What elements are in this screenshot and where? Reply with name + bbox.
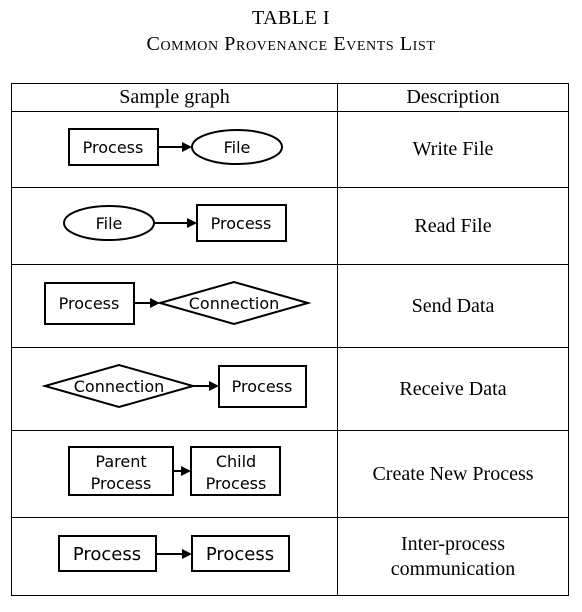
description-create-process: Create New Process <box>337 430 569 518</box>
node-label: Connection <box>189 294 280 313</box>
node-label: File <box>96 214 123 233</box>
node-label: Process <box>211 214 272 233</box>
graph-cell-read-file: File Process <box>11 187 338 265</box>
node-label: Process <box>73 544 141 565</box>
arrowhead-icon <box>182 142 192 152</box>
node-label: Process <box>83 138 144 157</box>
node-label: Process <box>206 544 274 565</box>
graph-read-file: File Process <box>63 204 287 242</box>
graph-send-data: Process Connection <box>44 280 312 326</box>
description-send-data: Send Data <box>337 264 569 348</box>
description-ipc: Inter-process communication <box>337 517 569 596</box>
graph-cell-create-process: Parent Process Child Process <box>11 430 338 518</box>
table-row: Connection Process Receive Data <box>11 347 569 431</box>
parent-process-node <box>68 446 174 496</box>
node-label: File <box>224 138 251 157</box>
arrowhead-icon <box>150 298 160 308</box>
node-label: Child <box>216 452 256 471</box>
description-ipc-line: Inter-process <box>401 532 505 555</box>
arrowhead-icon <box>181 466 191 476</box>
graph-cell-receive-data: Connection Process <box>11 347 338 431</box>
table-row: File Process Read File <box>11 187 569 265</box>
arrowhead-icon <box>182 549 192 559</box>
table-row: Process File Write File <box>11 111 569 188</box>
process-node <box>196 204 287 242</box>
node-label: Process <box>206 474 267 493</box>
header-description: Description <box>337 83 569 112</box>
description-receive-data: Receive Data <box>337 347 569 431</box>
description-write-file: Write File <box>337 111 569 188</box>
table-title: Common Provenance Events List <box>146 33 436 55</box>
header-sample-graph: Sample graph <box>11 83 338 112</box>
description-ipc-line: communication <box>390 557 516 580</box>
process-node <box>68 128 159 166</box>
description-read-file: Read File <box>337 187 569 265</box>
node-label: Process <box>91 474 152 493</box>
graph-create-process: Parent Process Child Process <box>68 446 281 496</box>
table-number: TABLE I <box>252 7 330 29</box>
file-node <box>191 129 283 165</box>
provenance-events-table: Sample graph Description Process File Wr… <box>11 83 569 596</box>
node-label: Connection <box>74 377 165 396</box>
child-process-node <box>190 446 281 496</box>
process-node <box>191 535 290 572</box>
graph-ipc: Process Process <box>58 535 290 572</box>
node-label: Process <box>59 294 120 313</box>
table-row: Process Process Inter-process communicat… <box>11 517 569 596</box>
process-node <box>218 365 307 408</box>
graph-cell-write-file: Process File <box>11 111 338 188</box>
arrowhead-icon <box>187 218 197 228</box>
connection-node <box>156 280 312 326</box>
node-label: Process <box>232 377 293 396</box>
graph-cell-send-data: Process Connection <box>11 264 338 348</box>
node-label: Parent <box>95 452 146 471</box>
table-header-row: Sample graph Description <box>11 83 569 112</box>
graph-write-file: Process File <box>68 128 283 166</box>
graph-receive-data: Connection Process <box>41 363 307 409</box>
table-row: Process Connection Send Data <box>11 264 569 348</box>
table-row: Parent Process Child Process Create New … <box>11 430 569 518</box>
graph-cell-ipc: Process Process <box>11 517 338 596</box>
arrowhead-icon <box>209 381 219 391</box>
